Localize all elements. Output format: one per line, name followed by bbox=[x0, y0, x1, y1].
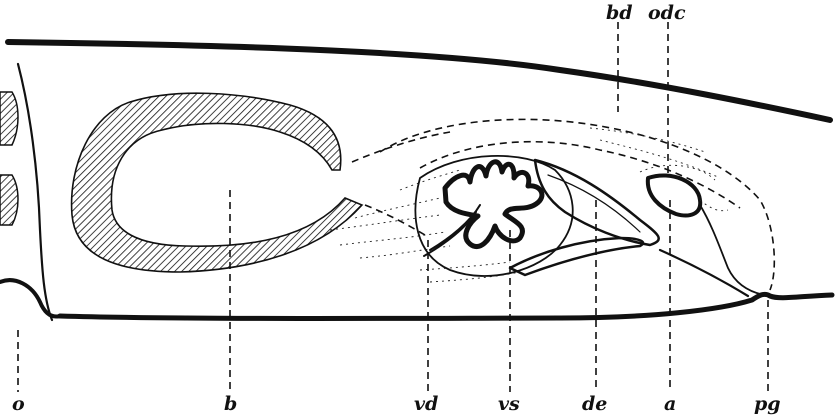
label-pg: pg bbox=[754, 393, 781, 415]
left-hatched-block-2 bbox=[0, 175, 18, 225]
label-vs: vs bbox=[498, 393, 520, 415]
label-de: de bbox=[582, 393, 607, 415]
vesicle-lumen-vs bbox=[445, 162, 542, 247]
label-o: o bbox=[12, 393, 25, 415]
duct-de-lower bbox=[510, 238, 643, 275]
body-lower-outline bbox=[60, 294, 832, 318]
channel-pg bbox=[660, 250, 748, 296]
duct-a bbox=[700, 205, 764, 295]
label-a: a bbox=[664, 393, 676, 415]
label-bd: bd bbox=[606, 2, 633, 24]
label-vd: vd bbox=[414, 393, 438, 415]
gland-a-fringe bbox=[640, 165, 728, 210]
duct-b-continuation bbox=[352, 132, 450, 162]
left-hatched-block-1 bbox=[0, 92, 18, 145]
gland-a bbox=[648, 175, 700, 215]
duct-de-inner bbox=[548, 175, 640, 232]
label-odc: odc bbox=[648, 2, 686, 24]
label-b: b bbox=[224, 393, 237, 415]
pointer-lines bbox=[18, 22, 768, 392]
structure-o-outline bbox=[0, 280, 60, 316]
organ-b bbox=[72, 93, 362, 272]
vesicle-outer bbox=[415, 156, 572, 276]
